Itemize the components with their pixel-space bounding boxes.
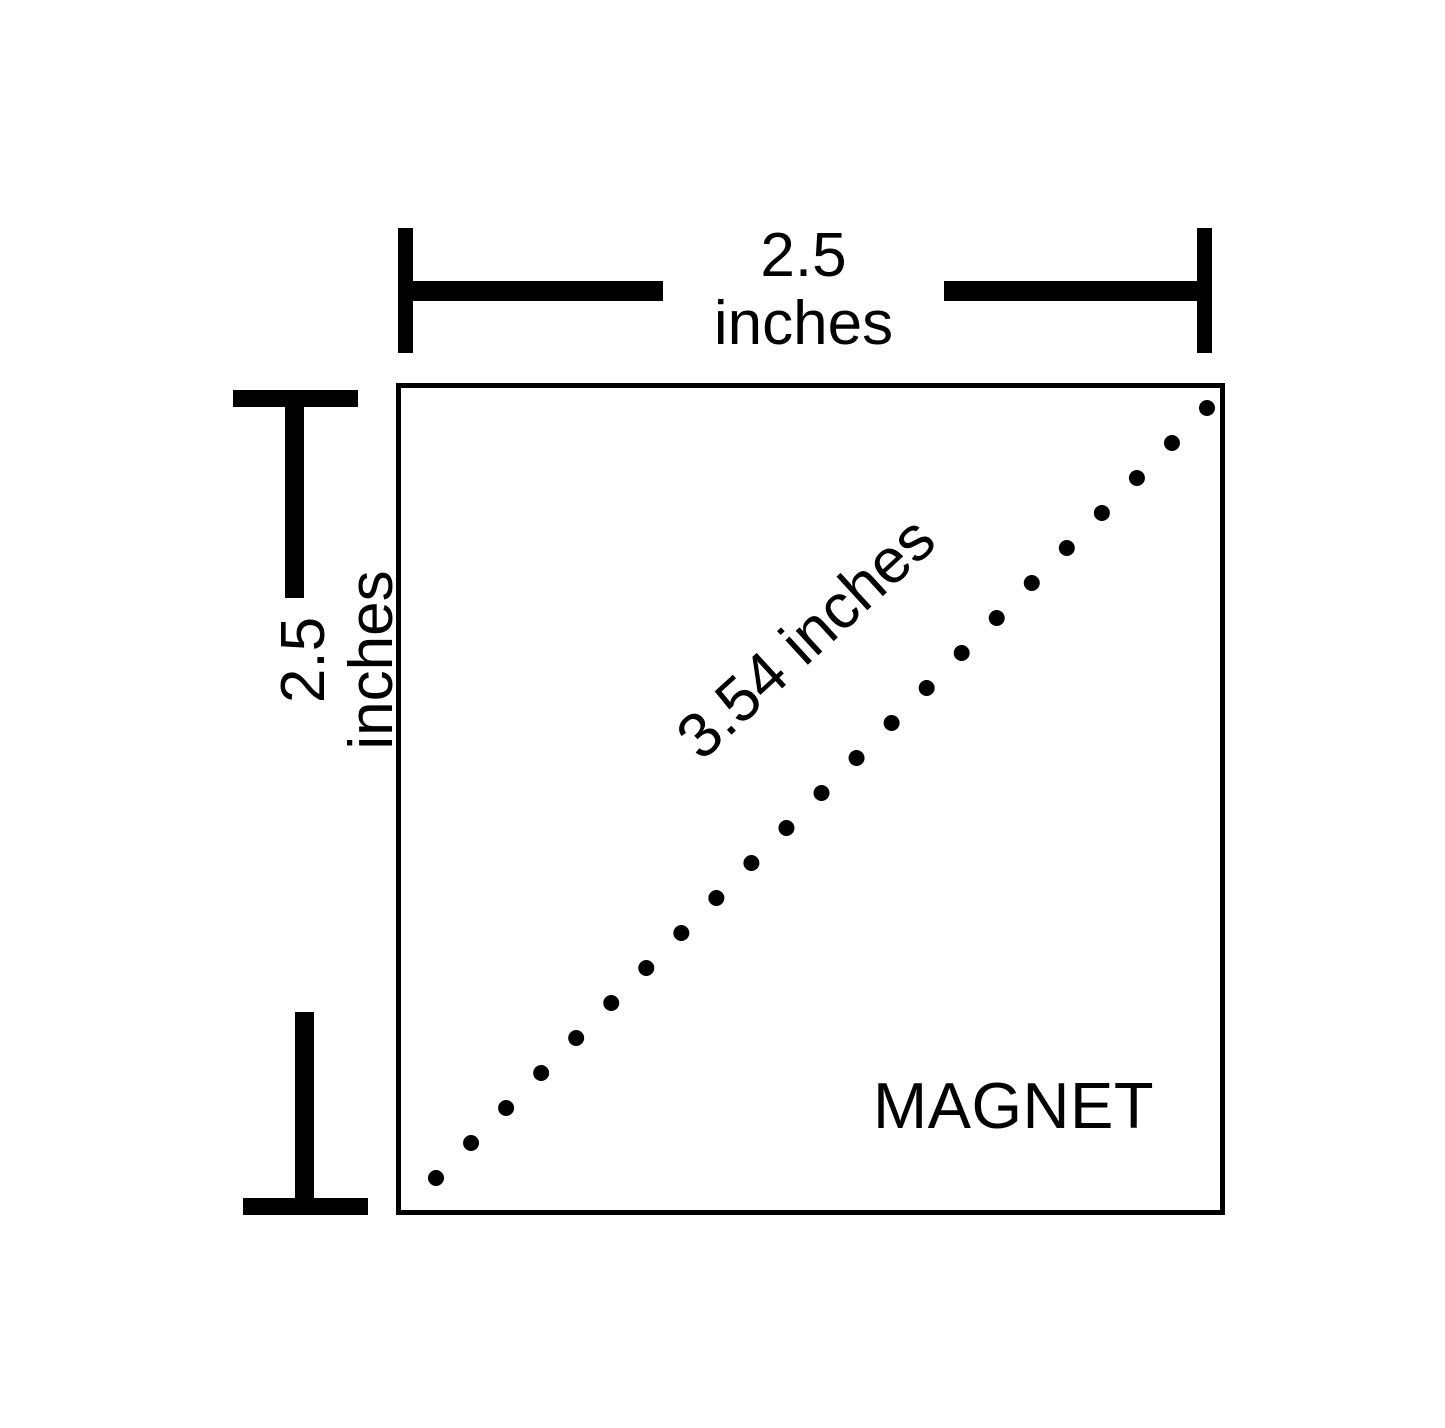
magnet-body-label: MAGNET — [873, 1069, 1155, 1142]
width-dimension-unit: inches — [713, 289, 894, 358]
width-dimension-arm-left — [398, 281, 663, 301]
width-dimension-label: 2.5 inches — [663, 222, 944, 358]
height-dimension-bar-bottom — [243, 1198, 368, 1215]
height-dimension-arm-top — [285, 390, 304, 598]
magnet-square-outline — [396, 383, 1225, 1215]
height-dimension-arm-bottom — [295, 1012, 314, 1215]
width-dimension-arm-right — [944, 281, 1212, 301]
height-dimension-value: 2.5 — [269, 616, 338, 704]
width-dimension-value: 2.5 — [760, 221, 847, 290]
